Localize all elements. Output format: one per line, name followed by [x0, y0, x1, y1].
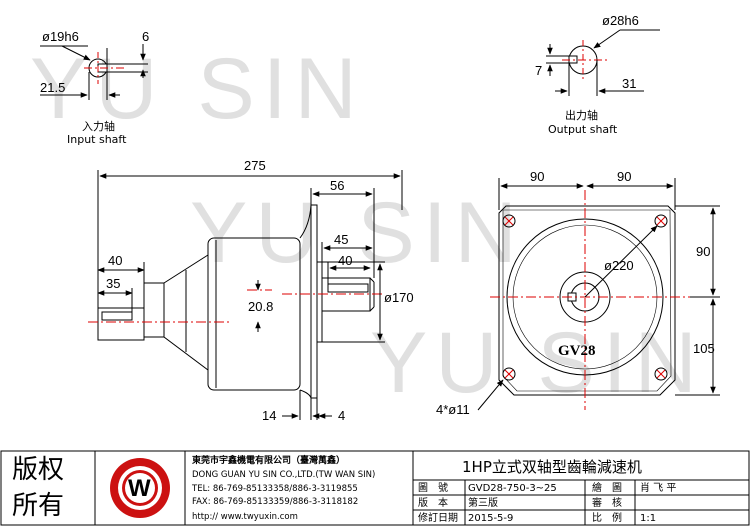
output-key-width: 7	[535, 63, 542, 78]
dim-flange-thickness: 14	[262, 408, 276, 423]
company-name-cn: 東莞市宇鑫機電有限公司（臺灣萬鑫）	[192, 454, 345, 466]
dim-pilot-depth: 4	[338, 408, 345, 423]
version: 第三版	[468, 496, 498, 509]
front-view-hole-crosses	[504, 216, 666, 379]
dim-output-key-length: 40	[338, 253, 352, 268]
side-view-dimensions	[97, 170, 403, 420]
input-shaft-label-cn: 入力轴	[82, 119, 115, 133]
drawn-by-label: 繪 圖	[592, 481, 622, 494]
company-logo: W	[110, 458, 170, 518]
drawing-title: 1HP立式双轴型齒輪減速机	[462, 458, 642, 476]
output-shaft-section	[546, 29, 660, 96]
watermark: YU SIN	[190, 185, 525, 281]
dim-pilot-diameter: ø170	[384, 290, 414, 305]
title-block	[0, 450, 750, 526]
front-view-centerlines	[490, 190, 690, 410]
dim-bolt-circle: ø220	[604, 258, 634, 273]
input-shaft-label-en: Input shaft	[67, 133, 127, 146]
dim-front-width-right: 90	[617, 169, 631, 184]
output-key-depth: 31	[622, 76, 636, 91]
dim-flange-to-shaft: 56	[330, 178, 344, 193]
output-shaft-label-en: Output shaft	[548, 123, 618, 136]
dim-front-height-top: 90	[696, 244, 710, 259]
company-tel: TEL: 86-769-85133358/886-3-3119855	[191, 484, 358, 494]
side-view	[97, 204, 375, 399]
input-key-width: 6	[142, 29, 149, 44]
revision-date-label: 修訂日期	[418, 511, 458, 524]
check-label: 審 核	[592, 496, 622, 509]
scale-label: 比 例	[592, 511, 622, 524]
dim-input-key-length: 35	[106, 276, 120, 291]
company-name-en: DONG GUAN YU SIN CO.,LTD.(TW WAN SIN)	[192, 470, 375, 480]
model-mark: GV28	[558, 343, 596, 359]
dim-front-height-bottom: 105	[693, 341, 715, 356]
dim-output-shaft-length: 45	[334, 232, 348, 247]
copyright-text-2: 所有	[12, 491, 64, 521]
input-key-depth: 21.5	[40, 80, 65, 95]
dim-mounting-holes: 4*ø11	[436, 402, 470, 417]
output-shaft-label-cn: 出力轴	[565, 108, 598, 122]
version-label: 版 本	[418, 496, 448, 509]
watermark: YU SIN	[370, 315, 705, 411]
front-view-dimensions	[477, 178, 720, 411]
company-fax: FAX: 86-769-85133359/886-3-3118182	[192, 497, 358, 507]
scale: 1:1	[640, 513, 656, 524]
dim-input-shaft-length: 40	[108, 253, 122, 268]
input-shaft-section	[40, 44, 148, 100]
side-view-centerlines	[88, 289, 382, 323]
company-web: http:// www.twyuxin.com	[192, 512, 298, 522]
copyright-text-1: 版权	[12, 455, 64, 485]
revision-date: 2015-5-9	[468, 513, 513, 524]
svg-text:W: W	[128, 475, 151, 502]
dim-front-width-left: 90	[530, 169, 544, 184]
output-shaft-diameter: ø28h6	[602, 13, 639, 28]
drawing-no-label: 圖 號	[418, 481, 448, 494]
drawing-no: GVD28-750-3~25	[468, 483, 557, 494]
dim-total-length: 275	[244, 158, 266, 173]
drawn-by: 肖 飞 平	[640, 481, 676, 494]
dim-shaft-offset: 20.8	[248, 299, 273, 314]
input-shaft-diameter: ø19h6	[42, 29, 79, 44]
watermark-group: YU SIN YU SIN YU SIN	[30, 41, 705, 411]
